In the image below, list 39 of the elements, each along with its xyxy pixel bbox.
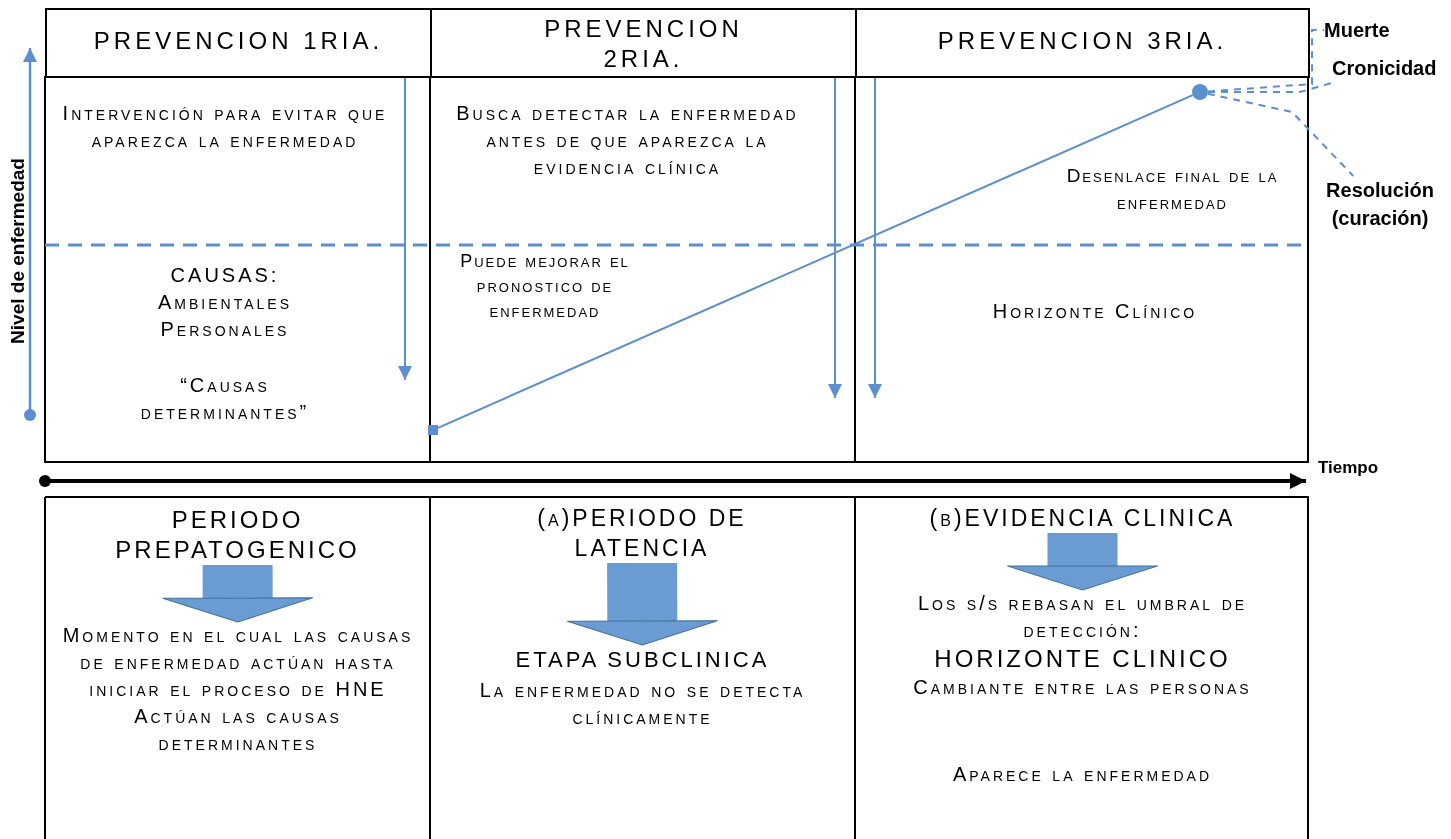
column-heading: PREVENCION 3RIA. <box>936 26 1229 56</box>
axis-label: Nivel de enfermedad <box>7 157 29 346</box>
cell-text: Horizonte Clínico <box>900 298 1290 325</box>
cell-text: HORIZONTE CLINICO <box>933 644 1232 674</box>
cell-text: Los s/s rebasan el umbral de detección: <box>916 591 1249 643</box>
column-heading: PREVENCION 2RIA. <box>543 14 744 74</box>
axis-label: Tiempo <box>1318 458 1379 478</box>
cell-text: Desenlace final de la enfermedad <box>1060 162 1285 216</box>
block-arrow <box>566 562 718 646</box>
cell-text: Cambiante entre las personas <box>912 675 1253 700</box>
arrow <box>868 77 882 399</box>
block-arrow <box>1007 533 1158 591</box>
cell-text: Busca detectar la enfermedad antes de que aparezca la evidencia clínica <box>440 100 815 181</box>
table-cell <box>855 8 1310 78</box>
dashed-line <box>1206 92 1355 177</box>
arrow <box>398 77 412 381</box>
cell-text: ETAPA SUBCLINICA <box>514 646 771 674</box>
outcome-label: Resolución (curación) <box>1314 176 1446 232</box>
block-arrow <box>162 564 314 623</box>
dashed-line <box>1207 29 1325 93</box>
cell-text: Aparece la enfermedad <box>951 762 1214 787</box>
cell-text: Momento en el cual las causas de enfermedad actúan hasta iniciar el proceso de HNE Actúan las causas determinantes <box>52 622 424 757</box>
cell-text: Intervención para evitar que aparezca la enfermedad <box>55 100 395 154</box>
cell-text: “Causas determinantes” <box>95 372 355 426</box>
table-cell <box>430 8 857 78</box>
connector-line <box>437 94 1194 429</box>
cell-text: CAUSAS: Ambientales Personales <box>105 262 345 343</box>
period-heading: (b)EVIDENCIA CLINICA <box>865 503 1300 533</box>
outcome-label: Muerte <box>1324 16 1390 44</box>
arrow <box>828 77 842 399</box>
cell-text: Puede mejorar el pronostico de enfermedad <box>440 249 650 324</box>
cell-text: La enfermedad no se detecta clínicamente <box>478 678 807 730</box>
column-heading: PREVENCION 1RIA. <box>92 26 385 56</box>
square-marker <box>428 425 438 435</box>
period-heading: (a)PERIODO DE LATENCIA <box>477 503 807 563</box>
circle-marker <box>1192 84 1208 100</box>
table-cell <box>45 8 432 78</box>
period-heading: PERIODO PREPATOGENICO <box>55 505 420 565</box>
outcome-label: Cronicidad <box>1332 54 1437 82</box>
